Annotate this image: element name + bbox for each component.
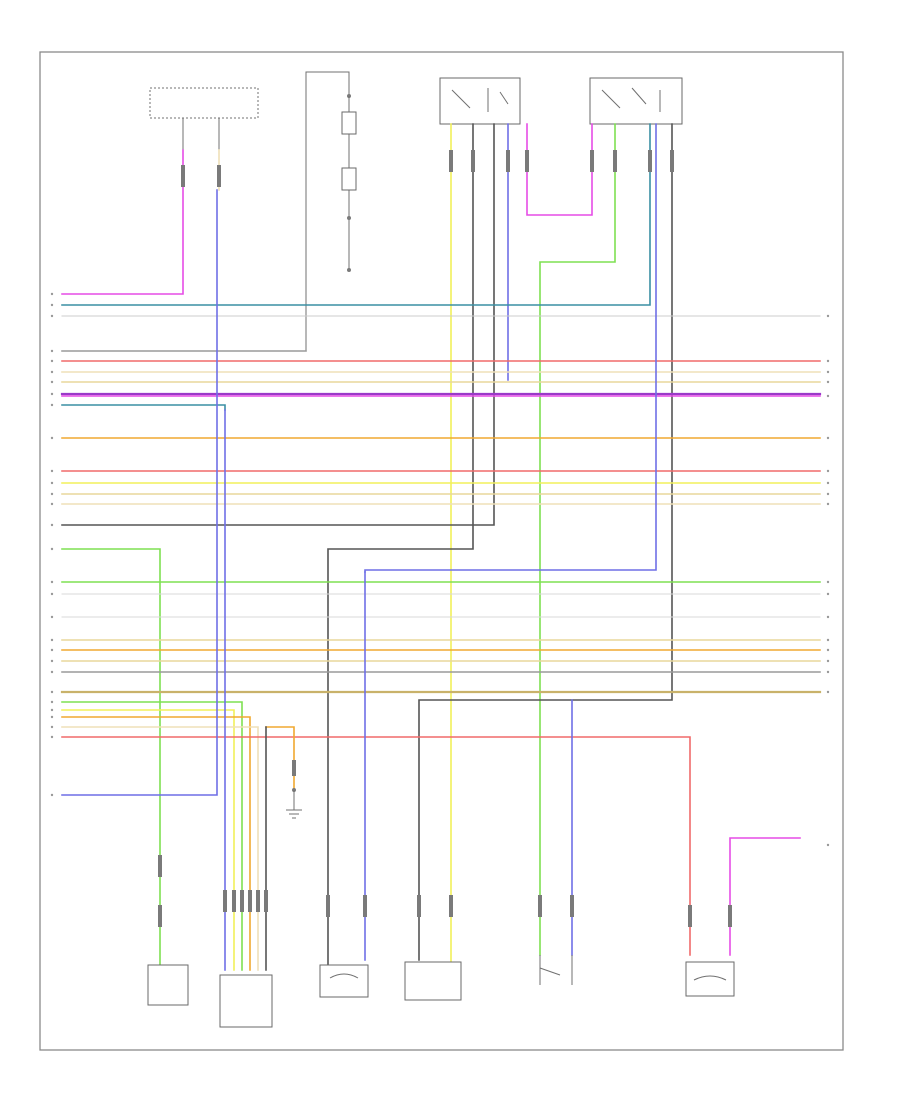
- fuse-column: [305, 71, 357, 351]
- wire-beige-727: [61, 726, 259, 971]
- wire-pink-top-left: [61, 149, 184, 295]
- wire-pink-838: [729, 837, 801, 956]
- bottom-component-5: [539, 955, 573, 985]
- wire-green-relay2: [539, 123, 616, 956]
- wire-blue-795: [61, 189, 218, 796]
- right-pin-markers: [826, 314, 830, 847]
- wire-pink-relay-link: [526, 123, 593, 216]
- bus-teal-405: [61, 404, 226, 411]
- wire-dark-relay2: [418, 123, 673, 961]
- wire-red-737: [61, 736, 691, 956]
- bus-blue-570: [364, 123, 657, 573]
- connector-marks: [158, 150, 732, 927]
- top-relay-2: [589, 77, 683, 125]
- wire-dark-525: [61, 123, 495, 526]
- bottom-component-2: [219, 974, 273, 1028]
- wire-dark-relay1: [327, 123, 474, 976]
- left-ground: [286, 790, 302, 819]
- wire-teal-305: [61, 123, 651, 306]
- bottom-component-3: [319, 964, 369, 998]
- wire-green-702: [61, 701, 243, 971]
- bottom-component-4: [404, 961, 462, 1001]
- wire-yellow-710: [61, 709, 235, 971]
- bottom-component-6: [685, 961, 735, 997]
- bottom-component-1: [147, 964, 189, 1006]
- bus-green-549: [61, 548, 161, 971]
- diagram-frame: [39, 51, 844, 1051]
- top-left-fuse-box: [149, 87, 259, 150]
- left-pin-markers: [50, 292, 54, 797]
- top-relay-1: [439, 77, 521, 125]
- wire-orange-717: [61, 716, 251, 971]
